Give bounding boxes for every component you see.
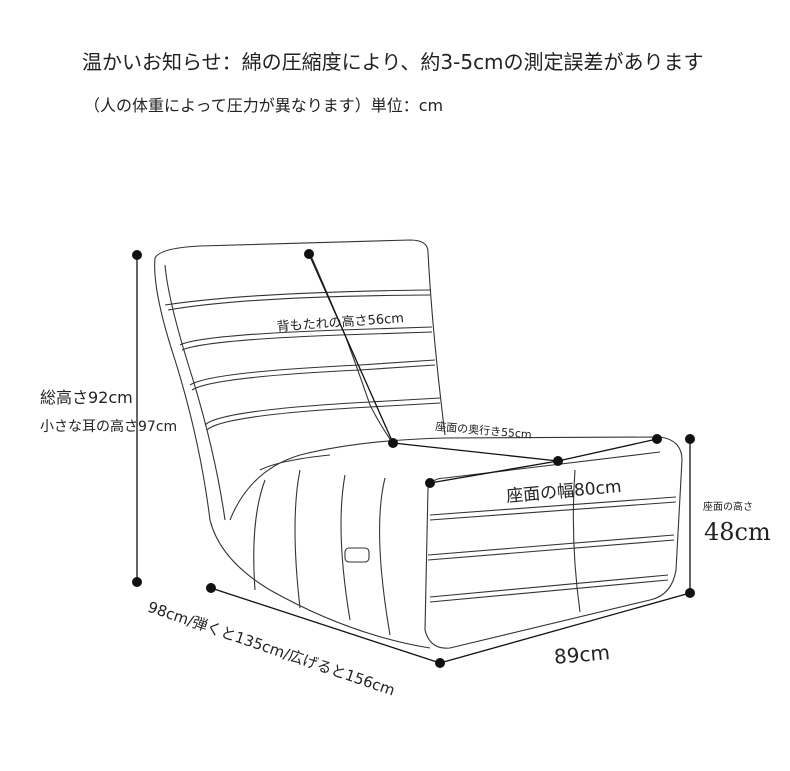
unit-note: （人の体重によって圧力が異なります）単位：cm <box>84 96 444 115</box>
ear-height-label: 小さな耳の高さ97cm <box>40 419 178 435</box>
seat-height-value: 48cm <box>704 518 771 546</box>
seat-height-label: 座面の高さ <box>703 502 753 513</box>
dimension-lines <box>136 253 691 664</box>
dimension-endpoints <box>132 249 695 668</box>
notice-title: 温かいお知らせ：綿の圧縮度により、約3-5cmの測定誤差があります <box>82 50 704 74</box>
overall-width-label: 89cm <box>553 640 611 669</box>
total-height-label: 総高さ92cm <box>40 388 133 407</box>
chair-outline <box>154 239 683 649</box>
